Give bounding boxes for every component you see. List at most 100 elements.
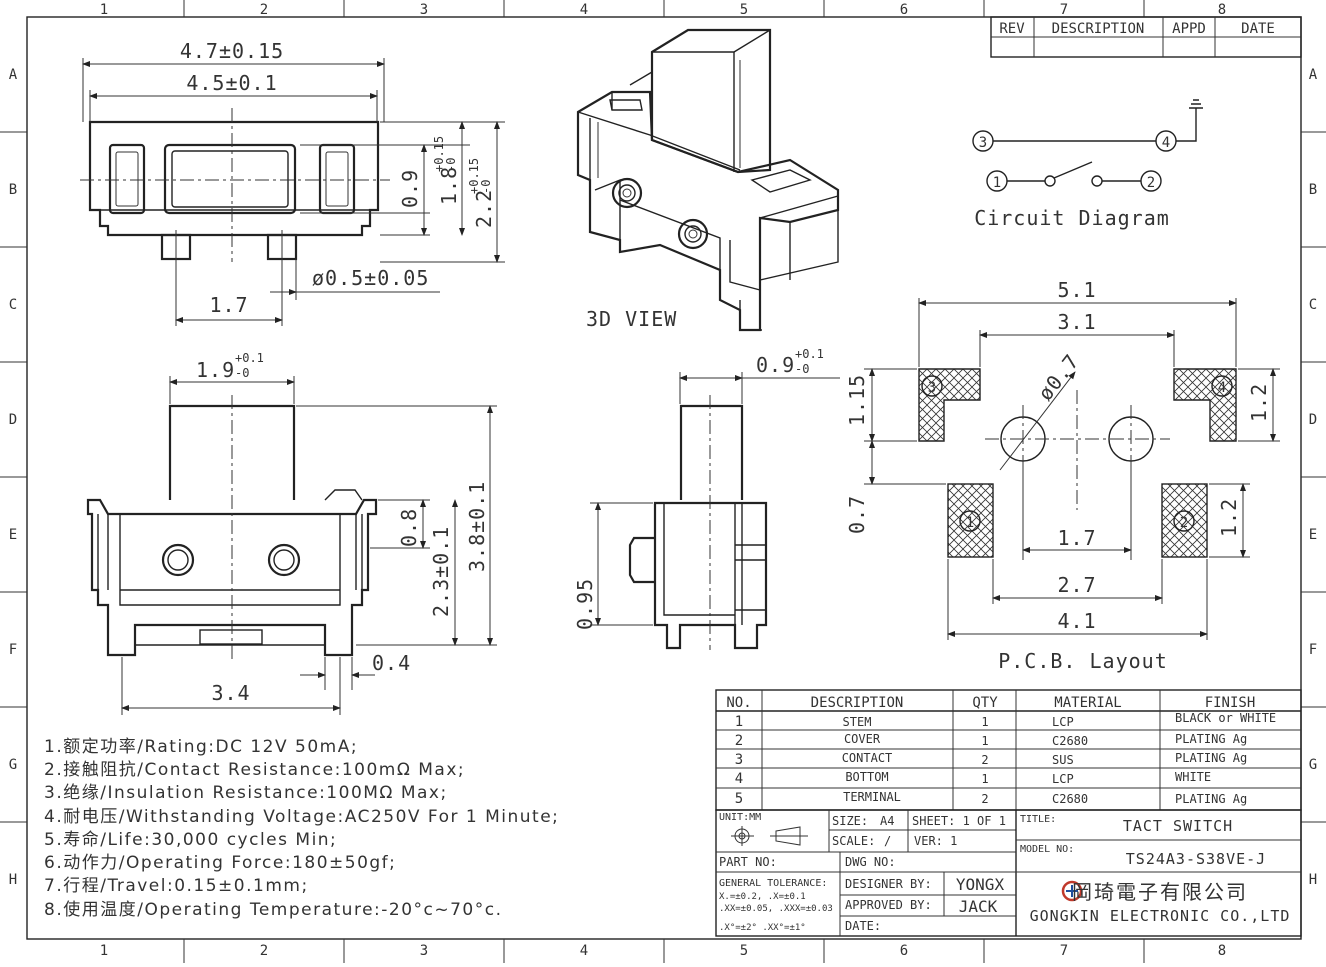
company-logo-icon (1061, 880, 1083, 902)
row-label: F (9, 642, 17, 658)
title-block: UNIT:MM SIZE: A4 SHEET: 1 OF 1 SCALE: / … (715, 809, 1302, 937)
col-label: 2 (260, 2, 268, 18)
row-label: C (9, 297, 17, 313)
bom-row-desc: BOTTOM (845, 770, 888, 784)
bom-row-finish: BLACK or WHITE (1175, 711, 1276, 725)
size-label: SIZE: (832, 814, 868, 828)
circuit-label: Circuit Diagram (974, 206, 1170, 230)
bom-row-material: C2680 (1052, 792, 1088, 806)
dim-side-offset: 0.95 (573, 578, 597, 630)
bom-row-material: SUS (1052, 753, 1074, 767)
bom-row-finish: PLATING Ag (1175, 792, 1247, 806)
note-force: 6.动作力/Operating Force:180±50gf; (44, 853, 396, 873)
bom-header-material: MATERIAL (1054, 695, 1121, 711)
note-temperature: 8.使用温度/Operating Temperature:-20°c~70°c. (44, 899, 503, 920)
dim-height-b-tol-up: +0.15 (467, 158, 481, 194)
pad-label-4: 4 (1218, 380, 1226, 396)
dim-pad-height-left: 1.15 (845, 374, 869, 426)
col-label: 4 (580, 2, 588, 18)
pcb-layout-label: P.C.B. Layout (998, 649, 1168, 673)
note-rating: 1.额定功率/Rating:DC 12V 50mA; (44, 737, 358, 757)
company-name-cn: 岡琦電子有限公司 (1072, 880, 1248, 904)
unit-label: UNIT:MM (719, 812, 761, 823)
dim-height-a: 1.8 (437, 166, 461, 205)
row-label: B (9, 182, 17, 198)
dim-pad-lower: 1.2 (1217, 498, 1241, 537)
tolerance-line-2: .XX=±0.05, .XXX=±0.03 (719, 904, 833, 914)
row-label: C (1309, 297, 1317, 313)
bom-row-qty: 1 (981, 715, 988, 729)
bom-row-desc: STEM (843, 715, 872, 729)
col-label: 5 (740, 2, 748, 18)
bom-row-no: 4 (735, 771, 743, 787)
spec-notes: 1.额定功率/Rating:DC 12V 50mA; 2.接触阻抗/Contac… (44, 737, 559, 920)
dim-height-a-tol-up: +0.15 (432, 136, 446, 172)
dim-pad-outer: 4.1 (1057, 609, 1096, 633)
row-label: B (1309, 182, 1317, 198)
bom-row-material: C2680 (1052, 734, 1088, 748)
col-label: 6 (900, 943, 908, 959)
note-insulation: 3.绝缘/Insulation Resistance:100MΩ Max; (44, 783, 448, 803)
dim-side-stem-tol-dn: -0 (795, 362, 809, 376)
dim-side-stem-tol-up: +0.1 (795, 347, 824, 361)
company-name-en: GONGKIN ELECTRONIC CO.,LTD (1030, 907, 1291, 925)
note-contact-resistance: 2.接触阻抗/Contact Resistance:100mΩ Max; (44, 760, 465, 780)
row-label: G (1309, 757, 1317, 773)
bom-row-qty: 2 (981, 792, 988, 806)
bom-row-desc: TERMINAL (843, 790, 901, 804)
front-view: 1.9 +0.1 -0 0.8 2.3±0.1 3.8±0.1 3.4 0.4 (86, 351, 497, 715)
title-value: TACT SWITCH (1123, 817, 1233, 835)
dim-gap: 0.7 (845, 495, 869, 534)
model-value: TS24A3-S38VE-J (1126, 850, 1266, 868)
sheet-label: SHEET: 1 OF 1 (912, 814, 1006, 828)
col-label: 1 (100, 2, 108, 18)
bom-row-finish: PLATING Ag (1175, 751, 1247, 765)
col-label: 4 (580, 943, 588, 959)
pad-label-1: 1 (966, 515, 974, 531)
dim-outer-width: 4.7±0.15 (180, 39, 284, 63)
row-label: G (9, 757, 17, 773)
circuit-node-1: 1 (993, 175, 1001, 191)
bom-row-no: 1 (735, 714, 743, 730)
scale-label: SCALE: (832, 834, 875, 848)
bom-row-qty: 2 (981, 753, 988, 767)
designer-label: DESIGNER BY: (845, 877, 932, 891)
rev-appd-header: APPD (1172, 21, 1206, 37)
bom-header-desc: DESCRIPTION (811, 695, 904, 711)
rev-date-header: DATE (1241, 21, 1275, 37)
tolerance-line-3: .X°=±2° .XX°=±1° (719, 923, 806, 933)
revision-table: REV DESCRIPTION APPD DATE (990, 16, 1302, 58)
approved-value: JACK (959, 897, 998, 916)
bom-row-no: 3 (735, 752, 743, 768)
col-label: 5 (740, 943, 748, 959)
bom-header-finish: FINISH (1205, 695, 1256, 711)
part-no-label: PART NO: (719, 855, 777, 869)
dim-stem-tol-dn: -0 (235, 366, 249, 380)
row-label: D (1309, 412, 1317, 428)
col-label: 8 (1218, 2, 1226, 18)
dim-height-b-tol-dn: -0 (479, 180, 493, 194)
dim-pin: 0.4 (372, 651, 411, 675)
note-life: 5.寿命/Life:30,000 cycles Min; (44, 830, 337, 850)
col-label: 8 (1218, 943, 1226, 959)
circuit-diagram: 3 4 1 2 Circuit Diagram (972, 99, 1203, 230)
row-label: H (9, 872, 17, 888)
bom-row-qty: 1 (981, 734, 988, 748)
dim-inner-height: 0.9 (398, 169, 422, 208)
dim-pad-height-right: 1.2 (1247, 383, 1271, 422)
version-label: VER: 1 (914, 834, 957, 848)
bom-row-material: LCP (1052, 715, 1074, 729)
col-label: 2 (260, 943, 268, 959)
dwg-no-label: DWG NO: (845, 855, 896, 869)
note-voltage: 4.耐电压/Withstanding Voltage:AC250V For 1 … (44, 807, 559, 827)
row-label: E (1309, 527, 1317, 543)
bom-row-desc: CONTACT (842, 751, 893, 765)
dim-pin-pitch: 1.7 (209, 293, 248, 317)
rev-desc-header: DESCRIPTION (1052, 21, 1145, 37)
row-label: D (9, 412, 17, 428)
bom-row-desc: COVER (844, 732, 881, 746)
iso-view: 3D VIEW (576, 28, 840, 332)
